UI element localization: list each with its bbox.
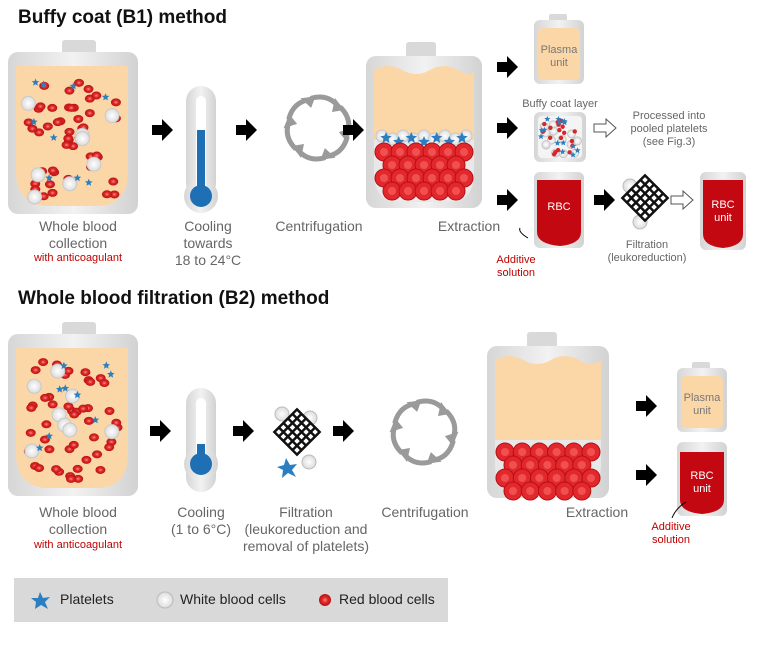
b1-plasma-unit-bag-icon [534, 14, 584, 84]
b1-processed-line3: (see Fig.3) [642, 136, 696, 148]
arrow-right-icon [497, 117, 518, 139]
b2-plasma-unit-bag-icon [677, 362, 727, 432]
b2-filter-icon [272, 406, 322, 478]
b2-anticoagulant-label: with anticoagulant [33, 539, 123, 551]
arrow-right-icon [636, 395, 657, 417]
b1-plasma-line1: Plasma [540, 44, 578, 56]
b2-whole-blood-label: Whole blood collection [13, 504, 143, 538]
b2-whole-blood-bag-icon [8, 322, 138, 496]
b1-cooling-label: Cooling towards 18 to 24°C [158, 218, 258, 269]
b2-extraction-bag-icon [487, 332, 609, 501]
b1-additive-solution-label: Additive solution [486, 254, 546, 280]
legend-red-cells: Red blood cells [339, 591, 435, 607]
b2-rbc-unit-label: RBC unit [677, 470, 727, 496]
b2-additive-line1: Additive [651, 521, 691, 533]
platelet-icon [31, 592, 50, 609]
b1-additive-line1: Additive [496, 254, 536, 266]
b2-filtration-line3: removal of platelets) [242, 538, 370, 554]
b2-cooling-label: Cooling (1 to 6°C) [151, 504, 251, 538]
b2-extraction-cells [495, 442, 601, 501]
b2-whole-blood-line2: collection [48, 521, 108, 537]
hollow-arrow-icon [593, 117, 617, 139]
b2-filtration-label: Filtration (leukoreduction and removal o… [236, 504, 376, 555]
b2-plasma-line1: Plasma [683, 392, 721, 404]
b2-filtration-line2: (leukoreduction and [244, 521, 368, 537]
b2-centrifugation-label: Centrifugation [381, 504, 469, 520]
b2-whole-blood-cells [23, 358, 123, 483]
b1-filtration-label: Filtration (leukoreduction) [592, 239, 702, 265]
b2-extraction-label: Extraction [565, 504, 629, 520]
b1-centrifugation-label: Centrifugation [275, 218, 363, 234]
b1-centrifuge-icon [283, 94, 353, 162]
b1-rbc-unit-line1: RBC [711, 199, 735, 211]
b1-cooling-line1: Cooling [184, 218, 232, 234]
b1-filtration-line2: (leukoreduction) [607, 252, 687, 264]
arrow-right-icon [343, 119, 364, 141]
arrow-right-icon [333, 420, 354, 442]
b2-centrifuge-icon [389, 398, 459, 466]
b1-rbc-bag-label: RBC [547, 201, 571, 213]
b1-buffy-coat-bag-icon [534, 112, 586, 162]
arrow-right-icon [236, 119, 257, 141]
legend: Platelets White blood cells Red blood ce… [14, 578, 448, 622]
b1-anticoagulant-label: with anticoagulant [33, 252, 123, 264]
b1-cooling-line3: 18 to 24°C [174, 252, 242, 268]
b1-cooling-line2: towards [183, 235, 233, 251]
red-blood-cell-icon [319, 594, 331, 606]
arrow-right-icon [497, 56, 518, 78]
b2-rbc-unit-line1: RBC [690, 470, 714, 482]
b1-additive-line2: solution [497, 267, 535, 279]
b1-extraction-label: Extraction [437, 218, 501, 234]
b1-rbc-bag-icon [519, 172, 584, 248]
b2-plasma-unit-label: Plasma unit [677, 392, 727, 418]
b1-processed-line1: Processed into [632, 110, 706, 122]
b1-whole-blood-label: Whole blood collection [13, 218, 143, 252]
b2-thermometer-icon [184, 388, 218, 492]
arrow-right-icon [233, 420, 254, 442]
b1-buffy-coat-layer-label: Buffy coat layer [522, 98, 598, 110]
legend-white-cells: White blood cells [180, 591, 286, 607]
b1-title: Buffy coat (B1) method [18, 7, 227, 28]
b1-rbc-unit-line2: unit [714, 212, 732, 224]
b2-rbc-unit-line2: unit [693, 483, 711, 495]
b2-cooling-line2: (1 to 6°C) [170, 521, 232, 537]
b2-whole-blood-line1: Whole blood [39, 504, 117, 520]
legend-platelets: Platelets [60, 591, 114, 607]
b1-extraction-cells [374, 129, 474, 201]
b1-processed-line2: pooled platelets [630, 123, 708, 135]
b1-filter-icon [620, 173, 670, 230]
arrow-right-icon [152, 119, 173, 141]
b2-plasma-line2: unit [693, 405, 711, 417]
white-blood-cell-icon [156, 591, 174, 609]
arrow-right-icon [497, 189, 518, 211]
b2-additive-solution-label: Additive solution [641, 521, 701, 547]
legend-icons [31, 591, 331, 609]
b1-processed-label: Processed into pooled platelets (see Fig… [614, 110, 724, 149]
b1-plasma-line2: unit [550, 57, 568, 69]
arrow-right-icon [150, 420, 171, 442]
b1-thermometer-icon [184, 86, 218, 213]
b2-rbc-unit-bag-icon [671, 442, 727, 519]
b2-title: Whole blood filtration (B2) method [18, 288, 330, 309]
hollow-arrow-icon [670, 189, 694, 211]
b1-plasma-unit-label: Plasma unit [534, 44, 584, 70]
arrow-right-icon [636, 464, 657, 486]
b2-cooling-line1: Cooling [177, 504, 225, 520]
b1-rbc-unit-label: RBC unit [700, 199, 746, 225]
b1-whole-blood-bag-icon [8, 40, 138, 214]
arrow-right-icon [594, 189, 615, 211]
b2-additive-line2: solution [652, 534, 690, 546]
b1-whole-blood-line1: Whole blood [39, 218, 117, 234]
b1-extraction-bag-icon [366, 42, 482, 208]
b1-filtration-line1: Filtration [625, 239, 669, 251]
b2-filtration-line1: Filtration [279, 504, 333, 520]
b1-rbc-unit-bag-icon [700, 172, 746, 250]
buffy-coat-cells [538, 115, 583, 159]
b1-whole-blood-cells [20, 78, 121, 205]
b1-whole-blood-line2: collection [48, 235, 108, 251]
